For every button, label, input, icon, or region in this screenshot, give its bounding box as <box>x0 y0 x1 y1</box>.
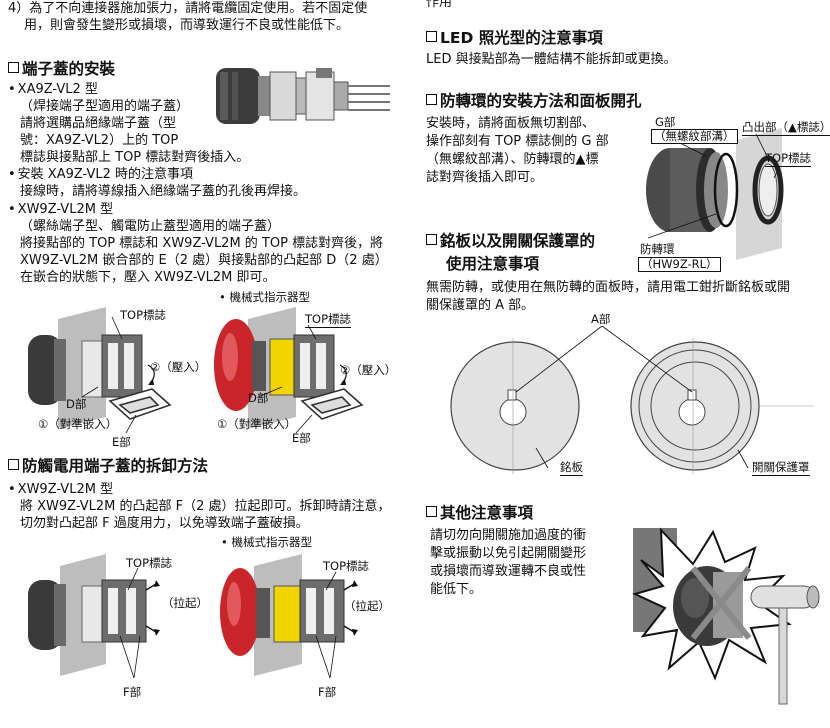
fig-b-top-label: TOP標誌 <box>305 312 352 328</box>
removal-heading: 防觸電用端子蓋的拆卸方法 <box>8 456 208 476</box>
fig-d-f-label: F部 <box>318 685 337 699</box>
fig-c-f-label: F部 <box>123 685 142 699</box>
checkbox-square-icon <box>426 234 437 245</box>
nameplate-label: 銘板 <box>560 460 583 476</box>
checkbox-square-icon <box>426 94 437 105</box>
fig-a-press-label: ②（壓入） <box>150 360 207 374</box>
fig-a-align-label: ①（對準嵌入） <box>38 417 118 431</box>
nameplate-heading: 銘板以及開關保護罩的 <box>426 231 595 251</box>
switch-guard-label: 開關保護罩 <box>752 460 810 476</box>
other-line3: 或損壞而導致運轉不良或性 <box>430 564 587 579</box>
xa9z-note-title: 安裝 XA9Z-VL2 時的注意事項 <box>8 166 193 183</box>
antirotation-line1: 安裝時，請將面板無切割部、 <box>426 116 596 131</box>
xa9z-subtitle: （焊接端子型適用的端子蓋） <box>20 99 190 114</box>
removal-title: XW9Z-VL2M 型 <box>8 481 113 498</box>
impact-warning-figure <box>632 527 820 705</box>
removal-mech-label: • 機械式指示器型 <box>221 535 312 549</box>
checkbox-square-icon <box>426 506 437 517</box>
antirotation-ring-figure <box>646 128 784 260</box>
g-part-sublabel: （無螺紋部溝） <box>651 129 738 144</box>
bump-label: 凸出部（▲標誌） <box>742 120 830 136</box>
continued-text-fragment: 作用 <box>426 0 453 10</box>
removal-line1: 將 XW9Z-VL2M 的凸起部 F（2 處）拉起即可。拆卸時請注意， <box>20 499 391 514</box>
xw9z-line1: 將接點部的 TOP 標誌和 XW9Z-VL2M 的 TOP 標誌對齊後，將 <box>20 236 384 251</box>
other-line1: 請切勿向開關施加過度的衝 <box>430 528 587 543</box>
led-line: LED 與接點部為一體結構不能拆卸或更換。 <box>426 52 677 67</box>
install-figure-red <box>214 307 364 434</box>
install-figure-gray <box>28 307 172 434</box>
xw9z-title: XW9Z-VL2M 型 <box>8 201 113 218</box>
top-mark-label: TOP標誌 <box>765 151 812 167</box>
fig-d-pull-label: （拉起） <box>344 599 390 613</box>
ring-model-label: （HW9Z-RL） <box>638 257 721 272</box>
fig-c-pull-label: （拉起） <box>162 596 208 610</box>
fig-a-top-label: TOP標誌 <box>120 308 167 322</box>
checkbox-square-icon <box>8 459 19 470</box>
fig-c-top-label: TOP標誌 <box>126 556 173 570</box>
fig-b-d-label: D部 <box>248 391 269 405</box>
xa9z-line2: 號：XA9Z-VL2）上的 TOP <box>20 133 179 148</box>
nameplate-line1: 無需防轉，或使用在無防轉的面板時，請用電工鉗折斷銘板或開 <box>426 280 791 295</box>
fig-a-d-label: D部 <box>66 397 87 411</box>
fig-b-e-label: E部 <box>292 431 311 445</box>
removal-line2: 切勿對凸起部 F 過度用力，以免導致端子蓋破損。 <box>20 516 309 531</box>
g-part-label: G部 <box>655 115 676 129</box>
terminal-cover-heading: 端子蓋的安裝 <box>8 59 115 79</box>
xa9z-line1: 請將選購品絕緣端子蓋（型 <box>20 116 177 131</box>
checkbox-square-icon <box>8 62 19 73</box>
nameplate-guard-diagram <box>450 325 814 474</box>
a-part-label: A部 <box>591 312 611 326</box>
xw9z-line3: 在嵌合的狀態下，壓入 XW9Z-VL2M 即可。 <box>20 270 276 285</box>
fig-b-press-label: ②（壓入） <box>340 363 397 377</box>
nameplate-heading-line2: 使用注意事項 <box>446 255 540 273</box>
other-line2: 擊或振動以免引起開關變形 <box>430 546 587 561</box>
intro-note-line2: 用，則會發生變形或損壞，而導致運行不良或性能低下。 <box>24 18 350 33</box>
other-heading: 其他注意事項 <box>426 503 533 523</box>
removal-figure-red <box>220 554 358 679</box>
xa9z-title: XA9Z-VL2 型 <box>8 81 98 98</box>
fig-d-top-label: TOP標誌 <box>323 559 370 573</box>
checkbox-square-icon <box>426 31 437 42</box>
xw9z-line2: XW9Z-VL2M 嵌合部的 E（2 處）與接點部的凸起部 D（2 處） <box>20 253 388 268</box>
antirotation-line2: 操作部刻有 TOP 標誌側的 G 部 <box>426 134 609 149</box>
other-line4: 能低下。 <box>430 582 483 597</box>
ring-label: 防轉環 <box>640 242 675 258</box>
antirotation-line4: 誌對齊後插入即可。 <box>426 170 544 185</box>
antirotation-line3: （無螺紋部溝）、防轉環的▲標 <box>426 152 599 167</box>
xw9z-subtitle: （螺絲端子型、觸電防止蓋型適用的端子蓋） <box>20 219 281 234</box>
antirotation-heading: 防轉環的安裝方法和面板開孔 <box>426 91 642 111</box>
fig-b-align-label: ①（對準嵌入） <box>217 417 297 431</box>
led-heading: LED 照光型的注意事項 <box>426 28 603 48</box>
xa9z-note-line: 接線時，請將導線插入絕緣端子蓋的孔後再焊接。 <box>20 184 307 199</box>
fig-a-e-label: E部 <box>112 435 131 449</box>
xa9z-line3: 標誌與接點部上 TOP 標誌對齊後插入。 <box>20 150 250 165</box>
intro-note-line1: 4）為了不向連接器施加張力，請將電纜固定使用。若不固定使 <box>8 1 368 16</box>
nameplate-line2: 關保護罩的 A 部。 <box>426 298 535 313</box>
terminal-cover-product-figure <box>216 68 390 124</box>
mech-indicator-label: • 機械式指示器型 <box>219 290 310 304</box>
removal-figure-gray <box>28 554 160 679</box>
